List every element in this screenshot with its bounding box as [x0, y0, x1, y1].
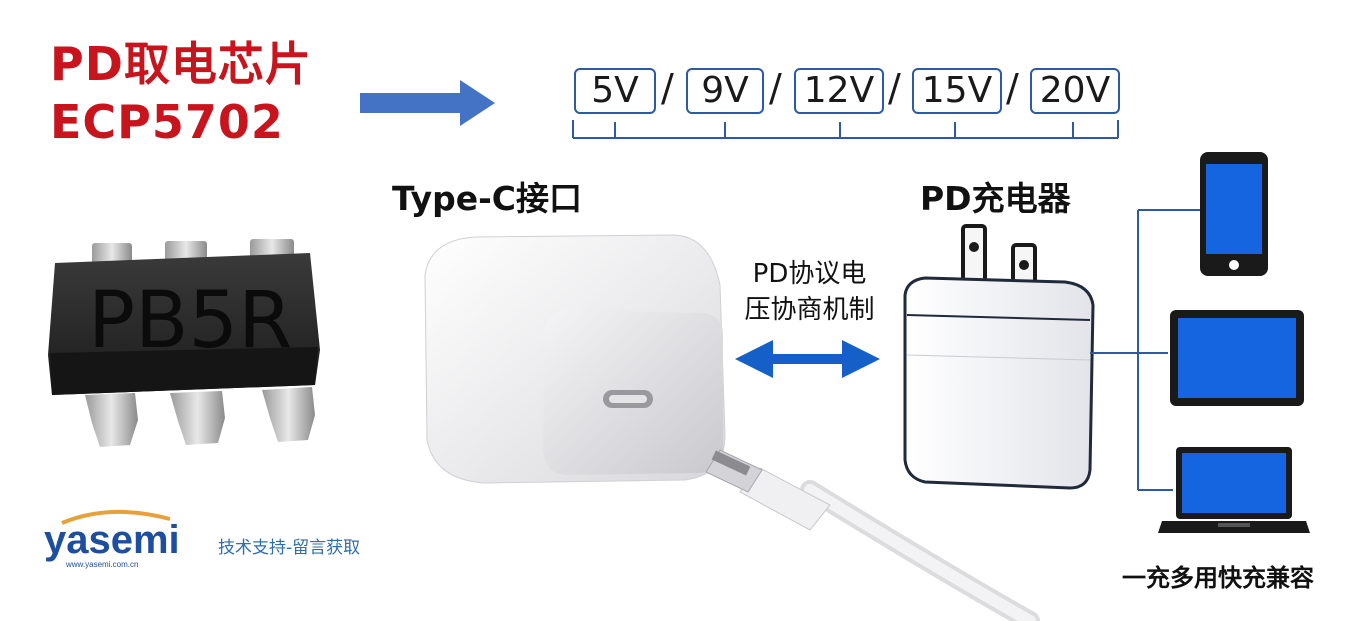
phone-icon	[1200, 152, 1268, 276]
protocol-line-2: 压协商机制	[744, 295, 875, 325]
typec-heading: Type-C接口	[392, 179, 583, 218]
voltage-9v: 9V	[686, 68, 764, 114]
logo-url-text: www.yasemi.com.cn	[65, 560, 138, 569]
yasemi-logo: yasemi www.yasemi.com.cn	[44, 509, 180, 569]
title-line-1: PD取电芯片	[50, 37, 312, 91]
voltage-5v: 5V	[574, 68, 656, 114]
voltage-separator: /	[1006, 66, 1019, 110]
protocol-line-1: PD协议电	[752, 259, 867, 289]
voltage-separator: /	[888, 66, 901, 110]
voltage-bracket	[572, 120, 1119, 139]
logo-text: yasemi	[44, 518, 180, 562]
voltage-separator: /	[769, 66, 782, 110]
double-arrow-icon	[735, 340, 880, 378]
right-arrow-icon	[360, 80, 495, 126]
tablet-icon	[1170, 310, 1304, 406]
usb-c-cable-image	[705, 449, 1040, 621]
charger-heading: PD充电器	[920, 179, 1071, 218]
chip-image: PB5R	[48, 239, 320, 447]
title-line-2: ECP5702	[50, 95, 284, 149]
voltage-separator: /	[661, 66, 674, 110]
multi-use-caption: 一充多用快充兼容	[1122, 564, 1314, 592]
typec-adapter-image	[424, 234, 726, 484]
laptop-icon	[1158, 447, 1310, 533]
support-text: 技术支持-留言获取	[218, 538, 361, 558]
voltage-20v: 20V	[1030, 68, 1120, 114]
device-connector-stubs	[1138, 209, 1200, 491]
chip-marking: PB5R	[88, 276, 292, 366]
voltage-15v: 15V	[912, 68, 1002, 114]
voltage-12v: 12V	[794, 68, 884, 114]
pd-charger-image	[903, 224, 1095, 490]
